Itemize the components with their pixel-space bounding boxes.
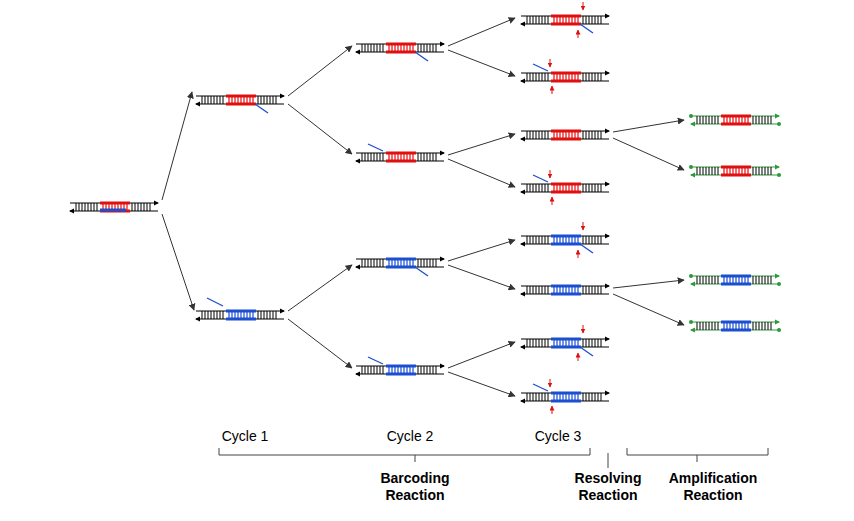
cut-marks	[550, 2, 583, 414]
brackets	[219, 448, 768, 468]
barcode-tails	[207, 24, 593, 391]
cycle-label: Cycle 3	[518, 428, 598, 445]
lineage-arrows	[162, 18, 684, 396]
cycle-label: Cycle 2	[370, 428, 450, 445]
stage-label: Barcoding Reaction	[367, 470, 463, 504]
dna-duplexes	[69, 14, 781, 404]
cycle-label: Cycle 1	[205, 428, 285, 445]
stage-label: Resolving Reaction	[563, 470, 653, 504]
stage-label: Amplification Reaction	[657, 470, 769, 504]
